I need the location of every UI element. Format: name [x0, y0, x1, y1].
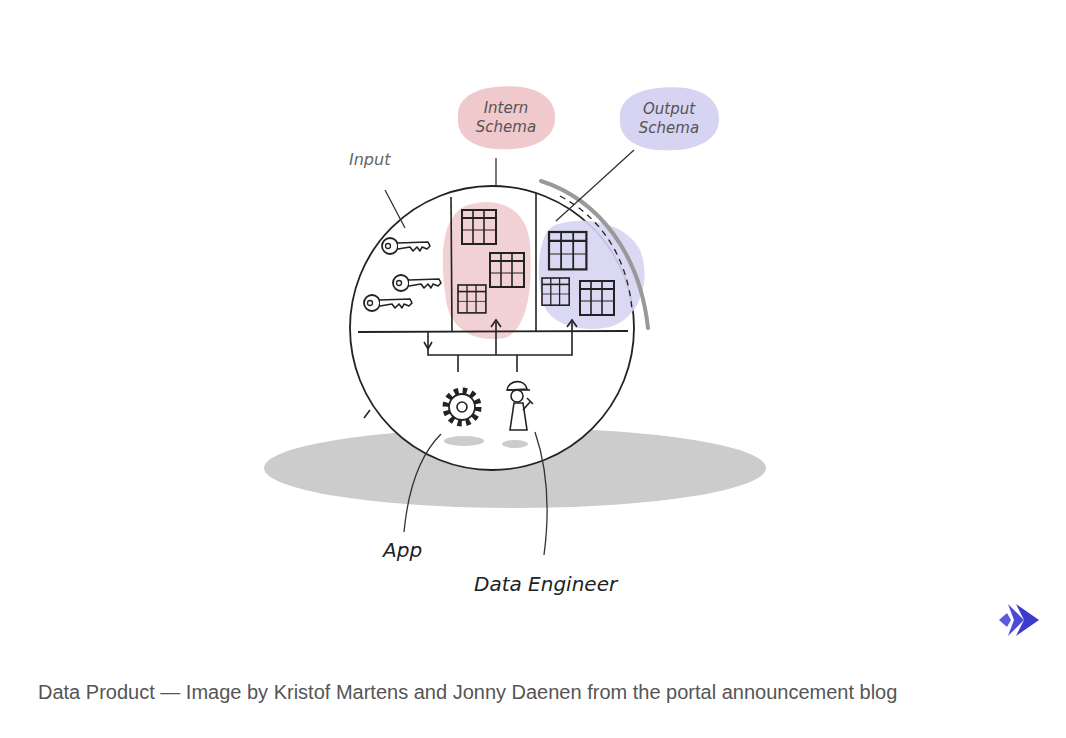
table-icon	[462, 210, 496, 244]
figure-caption: Data Product — Image by Kristof Martens …	[38, 681, 897, 704]
key-icon	[382, 238, 430, 254]
app-label: App	[383, 538, 422, 562]
input-label: Input	[349, 150, 390, 169]
table-icon	[549, 232, 586, 269]
dashed-arc	[560, 196, 632, 310]
gear-icon	[444, 391, 484, 446]
output-boundary-arc	[541, 181, 648, 328]
engineer-icon	[502, 382, 533, 448]
schema-label: Intern Schema	[467, 99, 545, 137]
key-icon	[393, 275, 441, 291]
data-engineer-label: Data Engineer	[474, 572, 617, 596]
output-schema-wash	[539, 221, 645, 329]
table-icon	[542, 278, 569, 305]
intern-schema-wash	[443, 202, 531, 339]
brand-logo	[1016, 604, 1039, 636]
table-icon	[458, 285, 486, 313]
flow-arrows	[424, 320, 577, 372]
schema-blob: Intern Schema	[455, 85, 557, 151]
brand-logo	[999, 613, 1011, 627]
schema-label: Output Schema	[629, 100, 709, 138]
table-icon	[490, 253, 524, 287]
leader-lines	[385, 150, 634, 555]
schema-blob: Output Schema	[617, 86, 721, 152]
table-icon	[580, 281, 614, 315]
key-icon	[364, 295, 412, 311]
